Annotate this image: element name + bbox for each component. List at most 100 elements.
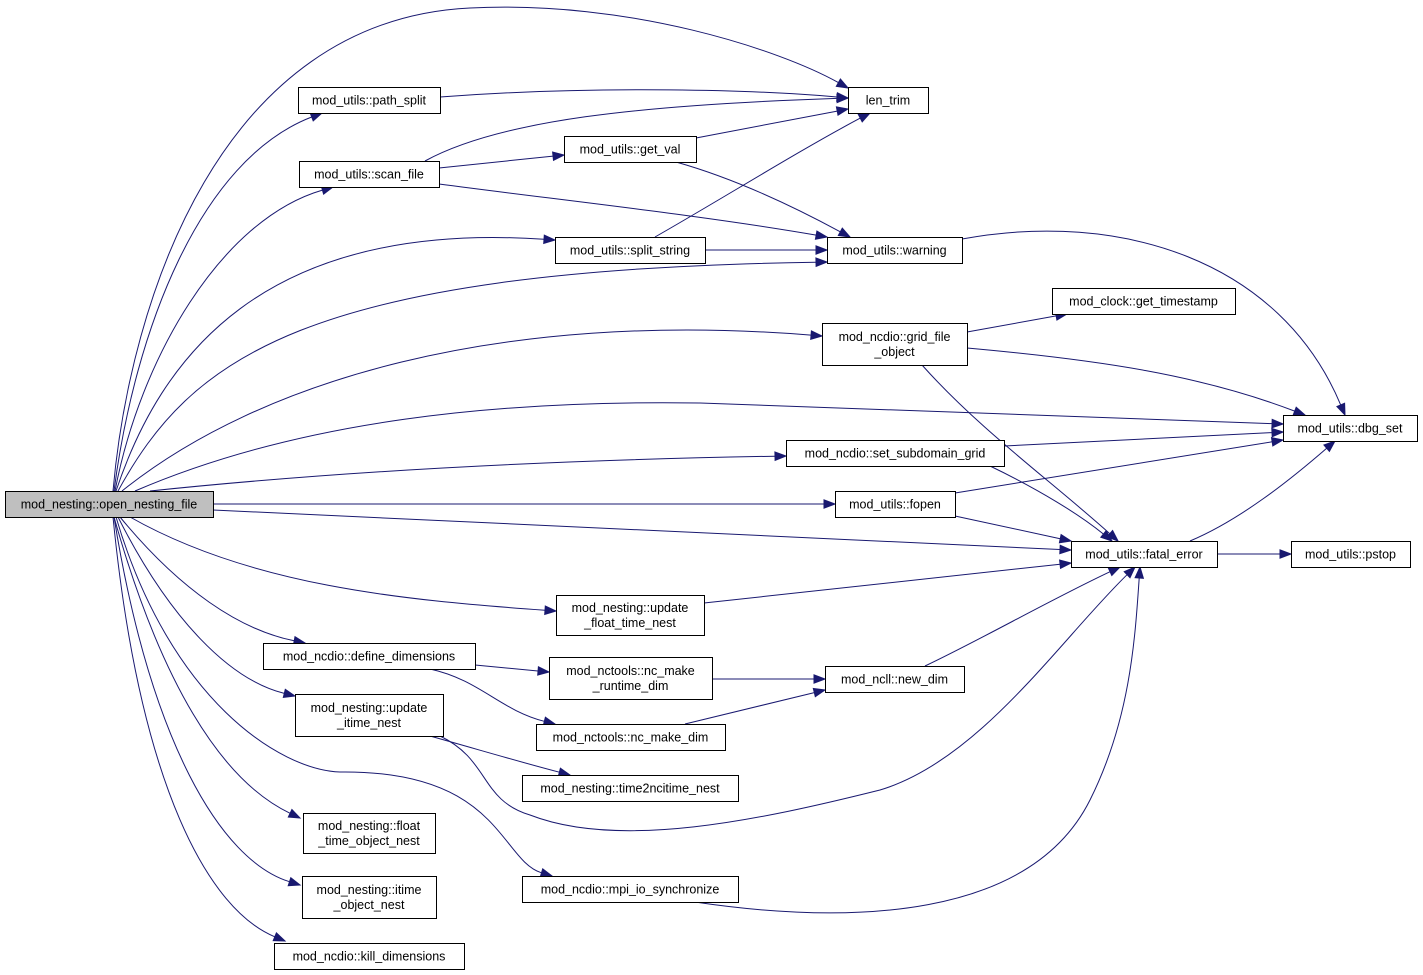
- node-label: mod_ncll::new_dim: [841, 673, 948, 687]
- edge-root-to-path-split: [113, 112, 324, 492]
- edge-root-to-split-string: [115, 234, 557, 492]
- node-box: [848, 87, 929, 114]
- arrowhead: [1271, 427, 1285, 438]
- node-itime-object-nest[interactable]: mod_nesting::itime_object_nest: [302, 876, 437, 919]
- edge-line: [112, 516, 275, 938]
- node-kill-dimensions[interactable]: mod_ncdio::kill_dimensions: [274, 943, 465, 970]
- node-label: mod_nctools::nc_make_dim: [553, 731, 709, 745]
- edge-root-to-define-dimensions: [119, 516, 307, 646]
- node-len-trim: len_trim: [848, 87, 929, 114]
- edge-split-string-to-len-trim: [654, 112, 872, 238]
- node-box: [835, 491, 956, 518]
- edge-split-string-to-warning: [705, 245, 829, 255]
- node-time2ncitime-nest[interactable]: mod_nesting::time2ncitime_nest: [522, 775, 739, 802]
- arrowhead: [537, 666, 551, 676]
- edge-root-to-warning: [117, 257, 829, 492]
- arrowhead: [835, 78, 850, 89]
- arrowhead: [815, 257, 829, 268]
- node-scan-file[interactable]: mod_utils::scan_file: [299, 161, 440, 188]
- arrowhead: [544, 605, 558, 616]
- node-label: mod_nesting::update: [311, 701, 428, 715]
- node-box: [825, 666, 965, 693]
- edge-root-to-update-itime-nest: [117, 516, 297, 698]
- node-box: [522, 876, 739, 903]
- node-define-dimensions[interactable]: mod_ncdio::define_dimensions: [263, 643, 476, 670]
- node-update-float-time-nest[interactable]: mod_nesting::update_float_time_nest: [556, 595, 705, 636]
- node-path-split[interactable]: mod_utils::path_split: [298, 87, 441, 114]
- node-fopen[interactable]: mod_utils::fopen: [835, 491, 956, 518]
- arrowhead: [1059, 544, 1073, 555]
- node-box: [298, 87, 441, 114]
- arrowhead: [1271, 418, 1285, 429]
- edge-warning-to-dbg-set: [961, 230, 1346, 417]
- node-label: mod_nesting::float: [318, 819, 421, 833]
- edge-line: [924, 571, 1111, 667]
- edge-line: [474, 664, 539, 672]
- edge-line: [129, 516, 546, 611]
- edge-line: [954, 515, 1061, 540]
- call-edges: [112, 6, 1346, 942]
- node-warning[interactable]: mod_utils::warning: [827, 237, 963, 264]
- node-update-itime-nest[interactable]: mod_nesting::update_itime_nest: [295, 694, 444, 737]
- arrowhead: [1106, 529, 1120, 542]
- node-get-val[interactable]: mod_utils::get_val: [564, 136, 697, 163]
- arrowhead: [287, 876, 302, 887]
- edge-line: [117, 516, 285, 694]
- arrowhead: [1279, 549, 1293, 559]
- node-box: [556, 595, 705, 636]
- edge-line: [438, 155, 554, 169]
- node-nc-make-dim[interactable]: mod_nctools::nc_make_dim: [536, 724, 726, 751]
- node-set-subdomain-grid[interactable]: mod_ncdio::set_subdomain_grid: [786, 440, 1005, 467]
- node-label: mod_ncdio::kill_dimensions: [293, 950, 446, 964]
- node-dbg-set[interactable]: mod_utils::dbg_set: [1283, 415, 1418, 442]
- node-nc-make-runtime-dim[interactable]: mod_nctools::nc_make_runtime_dim: [549, 657, 713, 700]
- arrowhead: [857, 112, 872, 123]
- arrowhead: [272, 932, 287, 942]
- edge-new-dim-to-fatal-error: [924, 566, 1122, 667]
- edge-update-float-time-nest-to-fatal-error: [703, 559, 1073, 604]
- node-split-string[interactable]: mod_utils::split_string: [555, 237, 706, 264]
- node-new-dim[interactable]: mod_ncll::new_dim: [825, 666, 965, 693]
- node-box: [303, 813, 436, 854]
- edge-root-to-mpi-io-synchronize: [115, 516, 554, 878]
- node-label: _itime_nest: [336, 716, 401, 730]
- edge-scan-file-to-get-val: [438, 151, 566, 169]
- edge-set-subdomain-grid-to-dbg-set: [1003, 427, 1285, 447]
- edge-line: [439, 574, 1128, 832]
- node-box: [564, 136, 697, 163]
- edge-line: [654, 117, 861, 238]
- node-label: mod_utils::dbg_set: [1298, 422, 1403, 436]
- node-float-time-object-nest[interactable]: mod_nesting::float_time_object_nest: [303, 813, 436, 854]
- edge-root-to-fatal-error: [212, 509, 1073, 555]
- edge-line: [966, 347, 1295, 412]
- arrowhead: [287, 808, 302, 819]
- node-box: [555, 237, 706, 264]
- edge-fopen-to-dbg-set: [954, 436, 1285, 494]
- edge-line: [429, 735, 560, 773]
- edge-line: [675, 161, 841, 233]
- edge-path-split-to-len-trim: [439, 89, 850, 102]
- node-fatal-error[interactable]: mod_utils::fatal_error: [1071, 541, 1218, 568]
- edge-line: [117, 261, 817, 492]
- node-label: mod_nesting::itime: [317, 883, 422, 897]
- edge-line: [438, 183, 817, 236]
- node-label: mod_utils::warning: [842, 244, 946, 258]
- node-box: [1052, 288, 1236, 315]
- edge-line: [121, 329, 812, 492]
- node-box: [263, 643, 476, 670]
- arrowhead: [1123, 566, 1137, 579]
- edge-get-val-to-warning: [675, 161, 852, 238]
- edge-line: [212, 509, 1061, 550]
- node-label: _object_nest: [333, 898, 405, 912]
- node-box: [302, 876, 437, 919]
- edge-nc-make-dim-to-new-dim: [684, 687, 827, 725]
- arrowhead: [552, 151, 566, 162]
- node-get-timestamp[interactable]: mod_clock::get_timestamp: [1052, 288, 1236, 315]
- edge-fatal-error-to-pstop: [1217, 549, 1293, 559]
- edge-line: [695, 110, 838, 139]
- edge-line: [113, 516, 291, 814]
- node-grid-file-object[interactable]: mod_ncdio::grid_file_object: [822, 323, 968, 366]
- node-label: mod_utils::path_split: [312, 94, 426, 108]
- node-mpi-io-synchronize[interactable]: mod_ncdio::mpi_io_synchronize: [522, 876, 739, 903]
- node-pstop[interactable]: mod_utils::pstop: [1291, 541, 1411, 568]
